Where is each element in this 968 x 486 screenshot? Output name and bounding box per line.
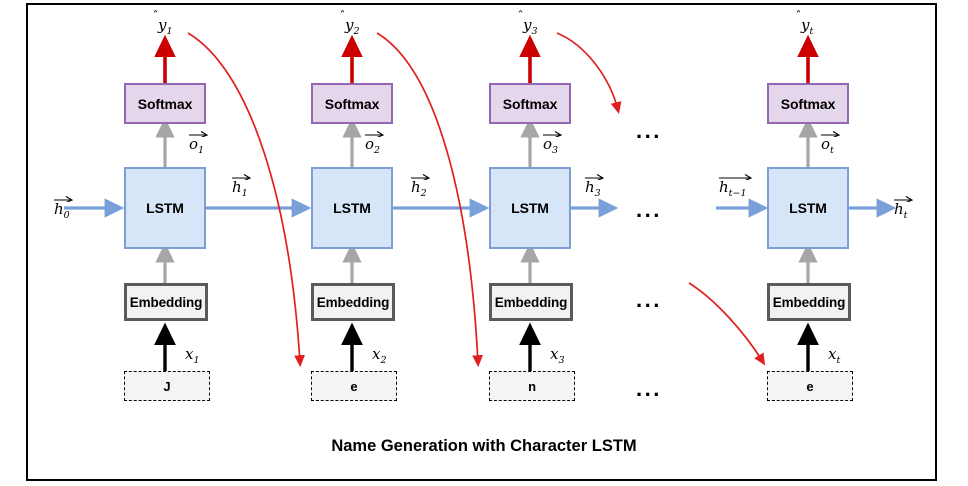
o-vector-label-1: o1 (189, 131, 209, 156)
lstm-box-2: LSTM (311, 167, 393, 249)
softmax-box-t: Softmax (767, 83, 849, 124)
lstm-box-3: LSTM (489, 167, 571, 249)
figure-frame (26, 3, 937, 481)
input-char-box-2: e (311, 371, 397, 401)
ellipsis-softmax-row: ... (636, 118, 662, 143)
feedback-arrows (187, 32, 766, 368)
figure-title: Name Generation with Character LSTM (331, 437, 637, 455)
softmax-box-2: Softmax (311, 83, 393, 124)
x-input-label-t: xt (828, 345, 841, 366)
h-vector-label-t: ht (894, 196, 914, 221)
softmax-box-1: Softmax (124, 83, 206, 124)
embedding-to-lstm-arrows (155, 242, 818, 283)
ellipsis-char-row: ... (636, 376, 662, 401)
lstm-to-softmax-arrows (155, 117, 818, 167)
h-vector-label-1: h1 (232, 174, 252, 199)
y-hat-label-1: ŷ1 (158, 16, 173, 37)
h-vector-label-0: h0 (54, 196, 74, 221)
embedding-box-1: Embedding (124, 283, 208, 321)
input-char-box-t: e (767, 371, 853, 401)
lstm-box-t: LSTM (767, 167, 849, 249)
softmax-box-3: Softmax (489, 83, 571, 124)
x-input-label-1: x1 (185, 345, 200, 366)
y-hat-label-2: ŷ2 (345, 16, 360, 37)
embedding-box-t: Embedding (767, 283, 851, 321)
y-hat-label-3: ŷ3 (523, 16, 538, 37)
y-hat-label-t: ŷt (801, 16, 814, 37)
x-input-label-2: x2 (372, 345, 387, 366)
o-vector-label-2: o2 (365, 131, 385, 156)
h-vector-label-3: h3 (585, 174, 605, 199)
input-char-box-3: n (489, 371, 575, 401)
embedding-box-3: Embedding (489, 283, 573, 321)
o-vector-label-3: o3 (543, 131, 563, 156)
lstm-box-1: LSTM (124, 167, 206, 249)
o-vector-label-t: ot (821, 131, 841, 156)
output-arrows (154, 34, 819, 83)
input-arrows (154, 322, 819, 371)
h-vector-label-2: h2 (411, 174, 431, 199)
embedding-box-2: Embedding (311, 283, 395, 321)
input-char-box-1: J (124, 371, 210, 401)
ellipsis-lstm-row: ... (636, 197, 662, 222)
ellipsis-embedding-row: ... (636, 287, 662, 312)
x-input-label-3: x3 (550, 345, 565, 366)
h-vector-label-t-minus-1: ht−1 (719, 174, 753, 199)
